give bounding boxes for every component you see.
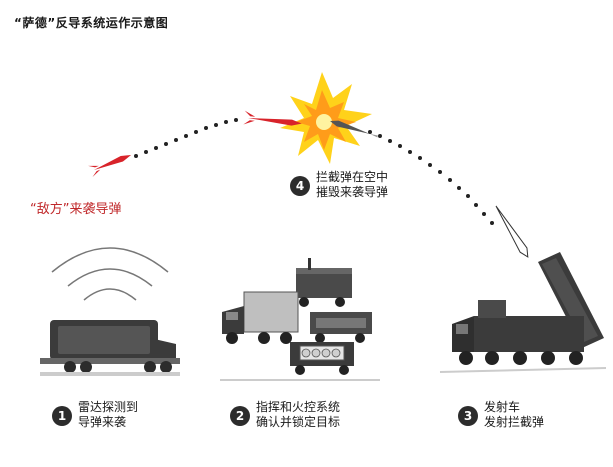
step-1-radar-detection: 1 雷达探测到 导弹来袭 (52, 400, 138, 430)
step-4-intercept: 4 拦截弹在空中 摧毁来袭导弹 (290, 170, 388, 200)
explosion-icon (280, 72, 372, 164)
step-2-line1: 指挥和火控系统 (256, 400, 341, 414)
interceptor-trajectory (368, 130, 494, 225)
step-3-launcher: 3 发射车 发射拦截弹 (458, 400, 544, 430)
ground-lines (220, 367, 607, 381)
step-3-line2: 发射拦截弹 (484, 415, 545, 429)
step-1-number: 1 (52, 406, 72, 426)
radar-vehicle-icon (40, 320, 180, 376)
interceptor-missile-icon (330, 120, 378, 138)
step-4-line2: 摧毁来袭导弹 (316, 185, 389, 199)
step-1-line1: 雷达探测到 (78, 400, 139, 414)
enemy-missile-icon (88, 155, 132, 178)
step-1-line2: 导弹来袭 (78, 415, 127, 429)
step-2-line2: 确认并锁定目标 (256, 415, 341, 429)
launcher-vehicle-icon (452, 252, 604, 365)
diagram-title: “萨德”反导系统运作示意图 (14, 16, 169, 30)
enemy-missile-label: “敌方”来袭导弹 (30, 202, 122, 217)
step-3-line1: 发射车 (484, 400, 521, 414)
command-vehicles-icon (222, 258, 372, 375)
radar-waves (51, 247, 169, 301)
step-2-command-control: 2 指挥和火控系统 确认并锁定目标 (230, 400, 340, 430)
enemy-missile-at-intercept-icon (243, 110, 302, 126)
step-4-number: 4 (290, 176, 310, 196)
enemy-trajectory (134, 118, 238, 158)
step-3-number: 3 (458, 406, 478, 426)
launching-interceptor-icon (495, 205, 529, 258)
step-4-line1: 拦截弹在空中 (316, 170, 389, 184)
step-2-number: 2 (230, 406, 250, 426)
